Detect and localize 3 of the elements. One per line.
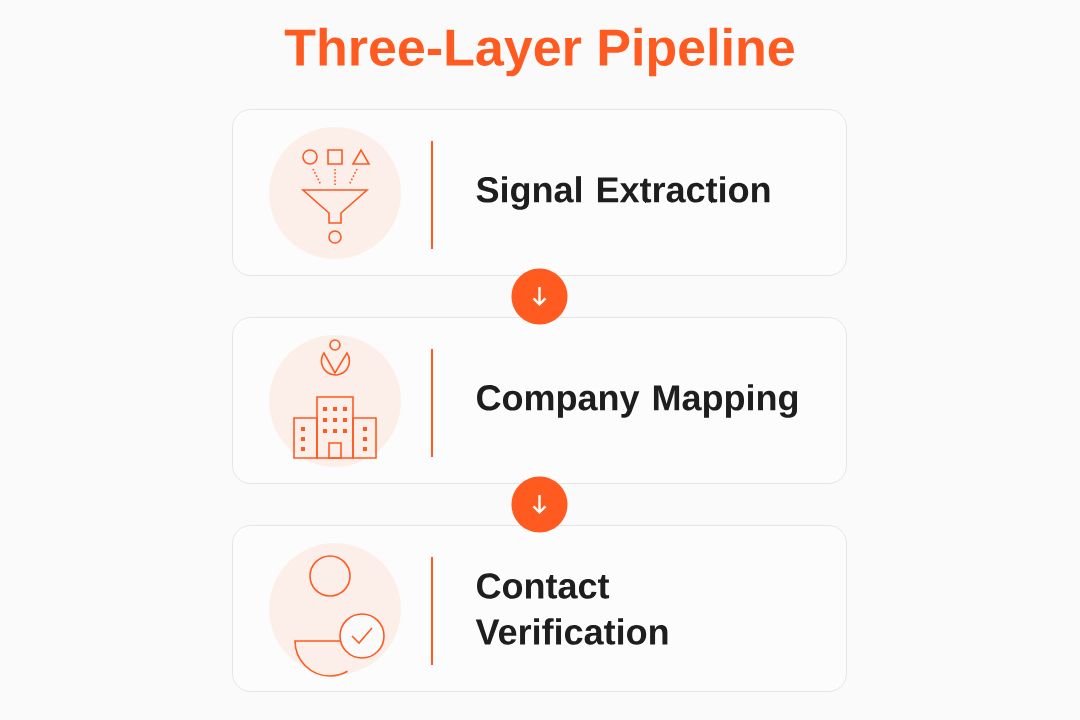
arrow (511, 268, 568, 325)
arrow (511, 476, 568, 533)
title: Three-Layer Pipeline (284, 27, 794, 77)
